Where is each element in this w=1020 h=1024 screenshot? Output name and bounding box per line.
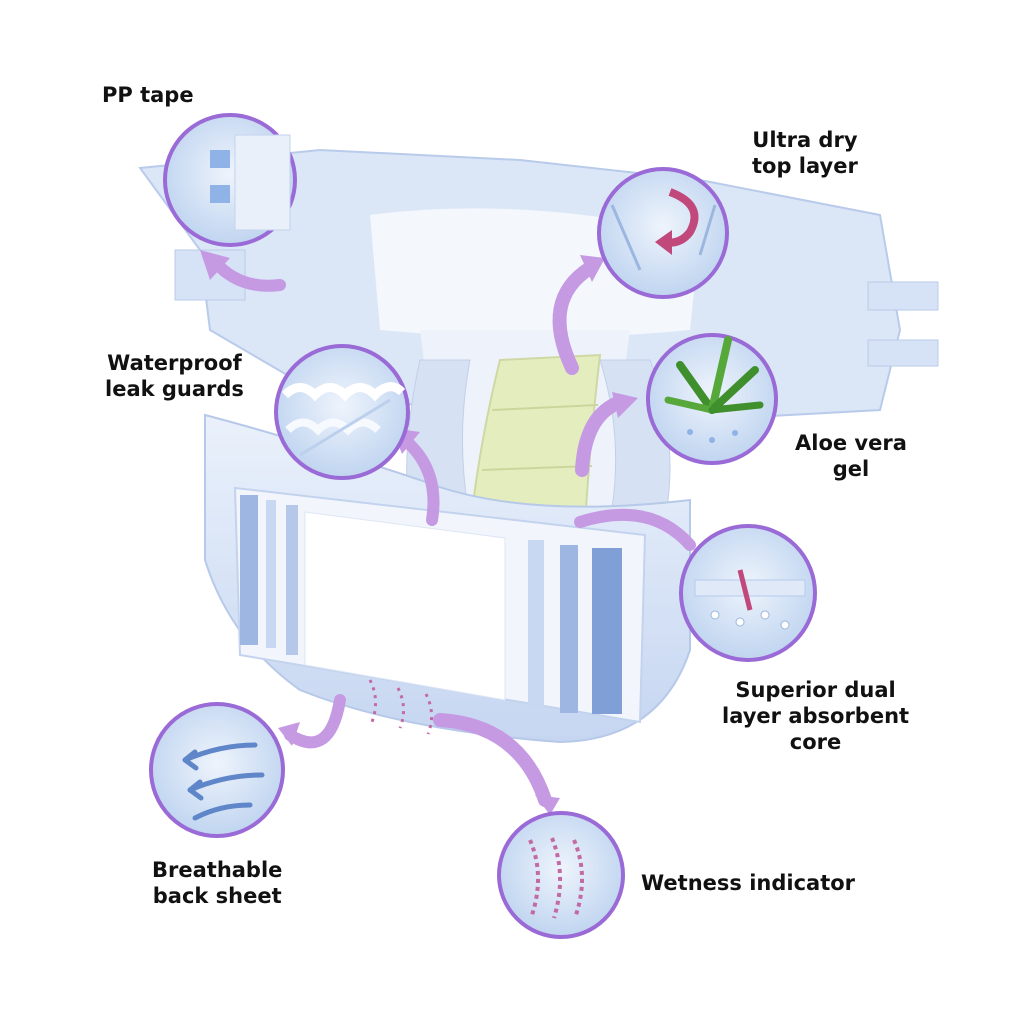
arrow-aloe [575, 395, 627, 477]
arrow-ultra-dry-head [580, 255, 605, 282]
circle-ultra-dry [597, 167, 729, 299]
return-arrow-icon [610, 188, 717, 271]
right-tape-tab-lower [867, 339, 939, 367]
arrow-wetness [433, 713, 552, 807]
label-wetness: Wetness indicator [641, 871, 856, 895]
stripe-left-1 [240, 495, 258, 645]
front-label-panel [304, 511, 506, 701]
label-aloe: Aloe vera gel [795, 431, 907, 481]
circle-back-sheet [149, 702, 285, 838]
label-core: Superior dual layer absorbent core [722, 678, 910, 754]
right-tape-tab [867, 281, 939, 311]
ruffle-guard-icon [281, 382, 406, 457]
stripe-left-3 [286, 505, 298, 655]
label-back-sheet: Breathable back sheet [152, 858, 283, 908]
airflow-arrows-icon [182, 742, 265, 821]
stripe-right-2 [560, 545, 578, 713]
arrow-core [574, 508, 696, 551]
circle-leak-guards [274, 344, 410, 480]
arrow-back-sheet [284, 694, 346, 749]
arrow-aloe-head [612, 392, 638, 418]
arrow-pp-tape-head [200, 250, 230, 280]
indicator-lines-icon [528, 837, 585, 919]
circle-aloe [646, 333, 778, 465]
label-ultra-dry: Ultra dry top layer [752, 128, 858, 178]
arrow-leak-guards [399, 434, 440, 526]
circle-pp-tape [163, 113, 297, 247]
stripe-left-2 [266, 500, 276, 648]
droplets-layers-icon [694, 569, 806, 630]
arrow-wetness-head [535, 795, 560, 815]
label-pp-tape: PP tape [102, 83, 194, 107]
aloe-plant-icon [664, 336, 764, 443]
pointer-arrows [200, 250, 696, 815]
circle-wetness [497, 811, 625, 939]
label-leak-guards: Waterproof leak guards [105, 351, 244, 401]
stripe-right-1 [528, 540, 544, 708]
circle-core [679, 524, 817, 662]
stripe-right-3 [592, 548, 622, 714]
arrow-back-sheet-head [278, 722, 300, 746]
arrow-ultra-dry [552, 261, 597, 375]
tape-closeup-icon [210, 134, 291, 231]
